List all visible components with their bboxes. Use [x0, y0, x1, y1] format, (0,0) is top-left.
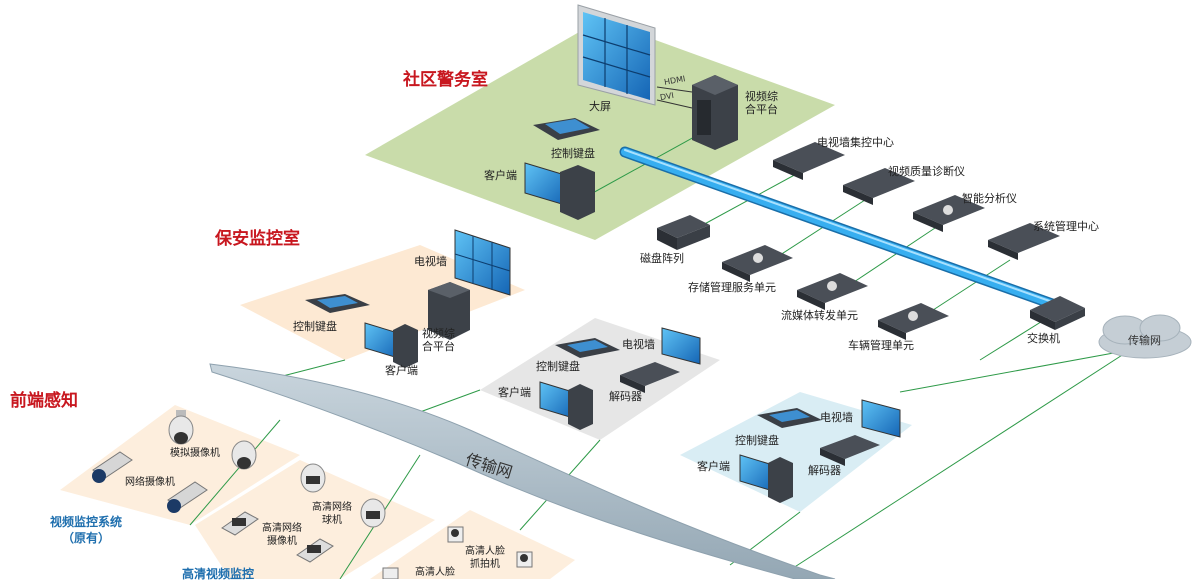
label-big-screen: 大屏 — [589, 100, 611, 113]
face-capture-camera-icon — [447, 526, 464, 543]
decoder-icon — [620, 362, 680, 393]
label-stream-unit: 流媒体转发单元 — [781, 309, 858, 322]
label-video-platform: 视频综 合平台 — [745, 90, 778, 116]
network-bullet-camera-icon-2 — [167, 481, 208, 513]
hd-dome-camera-icon — [300, 463, 326, 493]
label-hd-system: 高清视频监控 — [182, 567, 255, 581]
client-pc-icon-2 — [364, 322, 418, 368]
label-tv-wall: 电视墙 — [414, 255, 447, 268]
label-control-keyboard: 控制键盘 — [551, 147, 595, 160]
label-decoder: 解码器 — [609, 390, 642, 403]
fiber-trunk — [619, 146, 1064, 312]
label-smart-analyzer: 智能分析仪 — [962, 192, 1017, 205]
label-system-mgmt: 系统管理中心 — [1033, 220, 1099, 233]
station-a-zone-floor — [480, 318, 720, 440]
front-zone-floor-1 — [60, 405, 300, 525]
disk-array-icon — [657, 215, 710, 250]
video-platform-icon-2 — [428, 282, 470, 340]
label-hd-face: 高清人脸 — [415, 567, 455, 578]
label-control-keyboard-4: 控制键盘 — [735, 434, 779, 447]
face-capture-camera-icon-2 — [516, 551, 533, 568]
zone-title-community: 社区警务室 — [403, 70, 488, 90]
backbone-band — [209, 363, 836, 579]
label-client-2: 客户端 — [385, 364, 418, 377]
label-disk-array: 磁盘阵列 — [640, 252, 684, 265]
label-hd-dome: 高清网络 球机 — [312, 502, 352, 526]
client-pc-icon-4 — [739, 454, 793, 503]
system-mgmt-icon — [988, 223, 1060, 260]
video-wall-icon — [577, 4, 656, 106]
cloud-icon — [1098, 314, 1192, 359]
quality-diagnostic-icon — [843, 168, 915, 205]
label-vehicle-unit: 车辆管理单元 — [848, 339, 914, 352]
station-b-zone-floor — [680, 392, 912, 512]
zone-title-security: 保安监控室 — [215, 229, 300, 249]
hd-network-camera-icon — [221, 511, 259, 536]
storage-unit-icon — [722, 245, 793, 282]
label-legacy-system: 视频监控系统 （原有） — [50, 515, 123, 545]
hd-network-camera-icon-2 — [296, 538, 334, 563]
tv-wall-control-icon — [773, 142, 845, 180]
label-tv-wall-2: 电视墙 — [622, 338, 655, 351]
label-transport-net: 传输网 — [1128, 334, 1161, 347]
label-client-3: 客户端 — [498, 386, 531, 399]
video-platform-icon — [692, 75, 738, 150]
label-control-keyboard-3: 控制键盘 — [536, 360, 580, 373]
label-storage-unit: 存储管理服务单元 — [688, 281, 776, 294]
label-control-keyboard-2: 控制键盘 — [293, 320, 337, 333]
label-tv-wall-control: 电视墙集控中心 — [817, 136, 894, 149]
label-client-4: 客户端 — [697, 460, 730, 473]
analog-dome-camera-icon — [168, 410, 194, 445]
zone-title-front-end: 前端感知 — [10, 391, 78, 411]
label-network-camera: 网络摄像机 — [125, 477, 175, 488]
label-tv-wall-3: 电视墙 — [820, 411, 853, 424]
keyboard-icon — [533, 118, 600, 140]
label-switch: 交换机 — [1027, 332, 1060, 345]
label-client: 客户端 — [484, 169, 517, 182]
label-analog-camera: 模拟摄像机 — [170, 448, 220, 459]
monitor-icon-2 — [861, 399, 901, 438]
label-decoder-2: 解码器 — [808, 464, 841, 477]
face-capture-camera-icon-3 — [382, 567, 399, 579]
label-hd-network-camera: 高清网络 摄像机 — [262, 523, 302, 547]
client-pc-icon — [524, 162, 595, 220]
switch-icon — [1030, 296, 1085, 330]
stream-unit-icon — [797, 273, 868, 310]
network-bullet-camera-icon — [92, 451, 133, 483]
analog-dome-camera-icon-2 — [231, 440, 257, 470]
hd-dome-camera-icon-2 — [360, 498, 386, 528]
monitor-icon — [661, 327, 701, 365]
security-zone-floor — [240, 245, 525, 360]
decoder-icon-2 — [820, 435, 880, 466]
keyboard-icon-4 — [757, 408, 822, 428]
label-face-capture: 高清人脸 抓拍机 — [465, 546, 505, 570]
tv-wall-icon — [454, 229, 511, 296]
label-quality-diag: 视频质量诊断仪 — [888, 165, 965, 178]
client-pc-icon-3 — [539, 381, 593, 430]
smart-analyzer-icon — [913, 195, 985, 232]
vehicle-unit-icon — [878, 303, 949, 340]
label-video-platform-2: 视频综 合平台 — [422, 327, 455, 353]
keyboard-icon-3 — [555, 338, 620, 358]
front-zone-floor-2 — [195, 460, 435, 579]
keyboard-icon-2 — [305, 294, 370, 313]
